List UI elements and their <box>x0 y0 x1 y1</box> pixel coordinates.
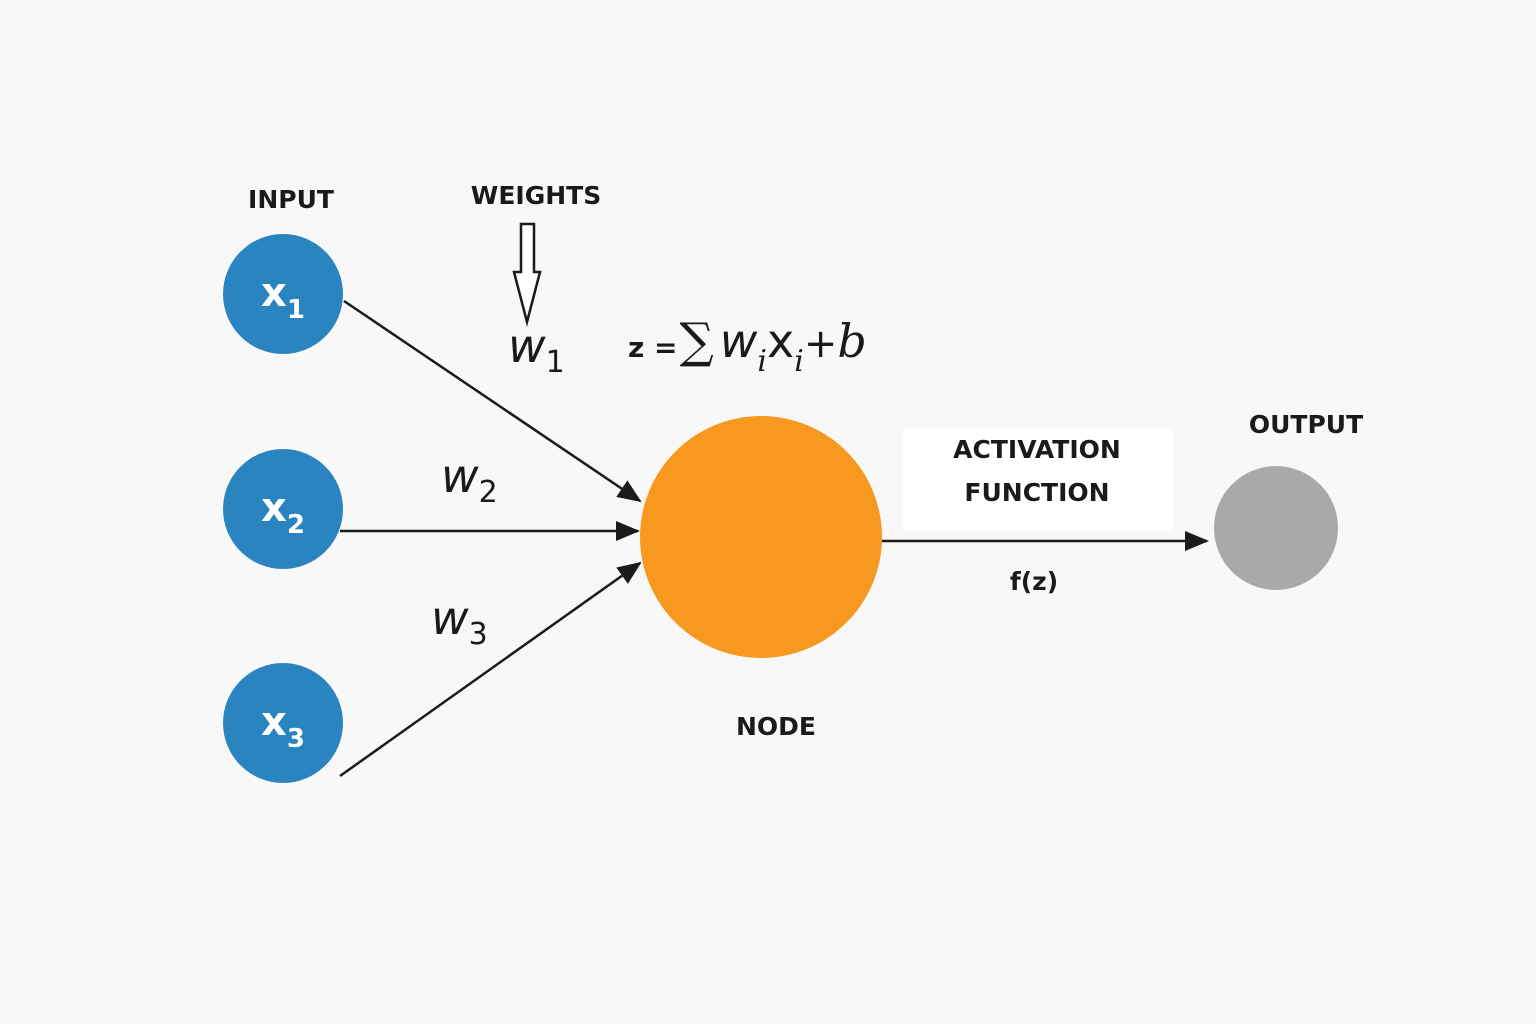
w2-subscript: 2 <box>479 475 498 510</box>
input-node-x3: x3 <box>223 663 343 783</box>
formula-b: b <box>837 314 866 368</box>
svg-text:w1: w1 <box>508 319 565 380</box>
input-label: INPUT <box>248 185 334 214</box>
edge-x1-node <box>343 299 642 503</box>
x1-subscript: 1 <box>287 295 305 325</box>
formula-plus: + <box>804 321 838 367</box>
hidden-node <box>640 416 882 658</box>
output-label: OUTPUT <box>1249 410 1363 439</box>
input-node-x1: x1 <box>223 234 343 354</box>
x2-subscript: 2 <box>287 510 305 540</box>
activation-label-line2: FUNCTION <box>964 478 1109 507</box>
w3-subscript: 3 <box>469 617 488 652</box>
activation-fn-label: f(z) <box>1010 567 1058 596</box>
formula-x: x <box>767 314 794 368</box>
formula-lhs: z = <box>628 331 678 364</box>
input-node-x2: x2 <box>223 449 343 569</box>
formula-sigma: ∑ <box>680 313 714 369</box>
edge-x3-node <box>339 561 642 778</box>
svg-text:x1: x1 <box>261 270 305 325</box>
formula-w: w <box>720 314 758 368</box>
w1-symbol: w <box>508 319 546 373</box>
x3-subscript: 3 <box>287 724 305 754</box>
w1-subscript: 1 <box>546 345 565 380</box>
x1-symbol: x <box>261 270 287 316</box>
svg-text:x2: x2 <box>261 485 305 540</box>
w3-symbol: w <box>431 591 469 645</box>
weights-down-arrow-icon <box>512 222 542 327</box>
activation-label-line1: ACTIVATION <box>953 435 1121 464</box>
formula-w-subscript: i <box>757 344 767 379</box>
w2-symbol: w <box>441 449 479 503</box>
svg-text:w3: w3 <box>431 591 488 652</box>
svg-text:w2: w2 <box>441 449 498 510</box>
x2-symbol: x <box>261 485 287 531</box>
output-node <box>1214 466 1338 590</box>
activation-function-box <box>903 428 1173 531</box>
x3-symbol: x <box>261 699 287 745</box>
formula: z =∑wixi+b <box>628 313 867 379</box>
weights-label: WEIGHTS <box>471 181 601 210</box>
node-label: NODE <box>736 712 816 741</box>
formula-x-subscript: i <box>794 344 804 379</box>
svg-text:x3: x3 <box>261 699 305 754</box>
